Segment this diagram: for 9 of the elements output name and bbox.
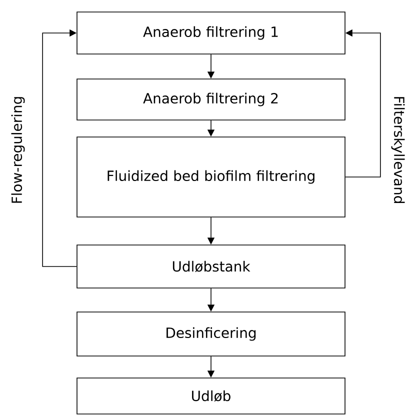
- process-box: Anaerob filtrering 2: [76, 78, 346, 120]
- edge-label: Flow-regulering: [11, 97, 25, 203]
- edge-label: Filterskyllevand: [391, 97, 405, 203]
- process-box: Anaerob filtrering 1: [76, 12, 346, 54]
- arrow: [42, 29, 77, 267]
- process-box: Udløb: [76, 378, 346, 414]
- process-box: Desinficering: [76, 312, 346, 356]
- process-box: Fluidized bed biofilm filtrering: [76, 136, 346, 218]
- process-box: Udløbstank: [76, 244, 346, 288]
